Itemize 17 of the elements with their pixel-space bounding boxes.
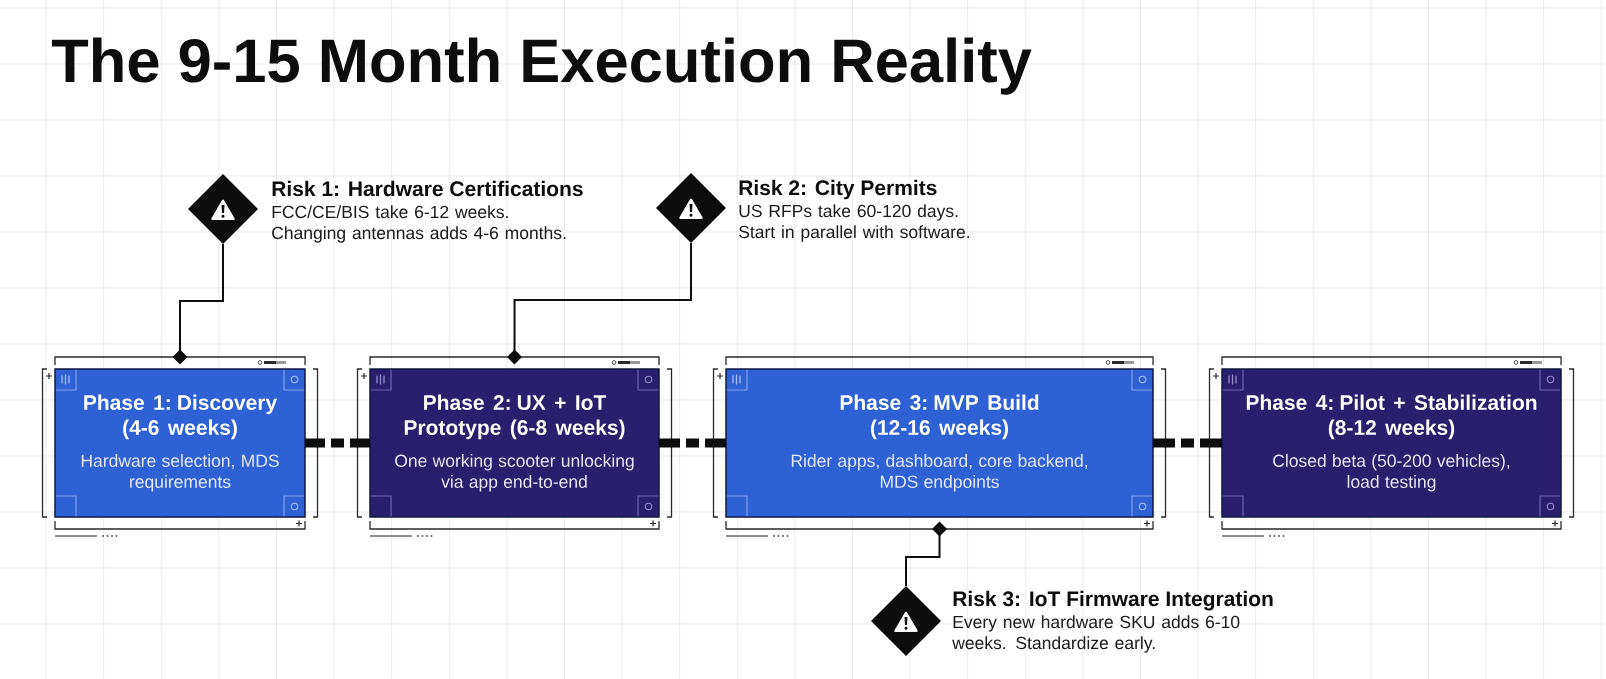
phase-box: Phase 3: MVP Build (12-16 weeks) Rider apps, dashboard, core backend, MDS endpoints <box>725 368 1154 518</box>
risk-description: FCC/CE/BIS take 6-12 weeks. Changing antennas adds 4-6 months. <box>272 205 566 243</box>
risk-title: Risk 1: Hardware Certifications <box>272 180 583 197</box>
leader-line <box>507 242 692 365</box>
title: The 9-15 Month Execution Reality <box>51 37 1032 95</box>
risk-title: Risk 3: IoT Firmware Integration <box>953 590 1273 611</box>
leader-line <box>905 521 947 587</box>
phase-box: Phase 1: Discovery (4-6 weeks) Hardware selection, MDS requirements <box>54 368 306 518</box>
risk-description: Every new hardware SKU adds 6-10 weeks. Standardize early. <box>952 615 1240 653</box>
phase-box: Phase 2: UX + IoT Prototype (6-8 weeks) One working scooter unlocking via app end-to-end <box>369 368 660 518</box>
risk-title: Risk 2: City Permits <box>739 179 937 200</box>
dashed-connector <box>1153 438 1222 448</box>
leader-line <box>172 243 224 365</box>
dashed-connector <box>659 438 726 448</box>
dashed-connector <box>305 438 370 448</box>
risk-description: US RFPs take 60-120 days. Start in parallel with software. <box>739 204 969 242</box>
phase-box: Phase 4: Pilot + Stabilization (8-12 weeks) Closed beta (50-200 vehicles), load testing <box>1221 368 1562 518</box>
